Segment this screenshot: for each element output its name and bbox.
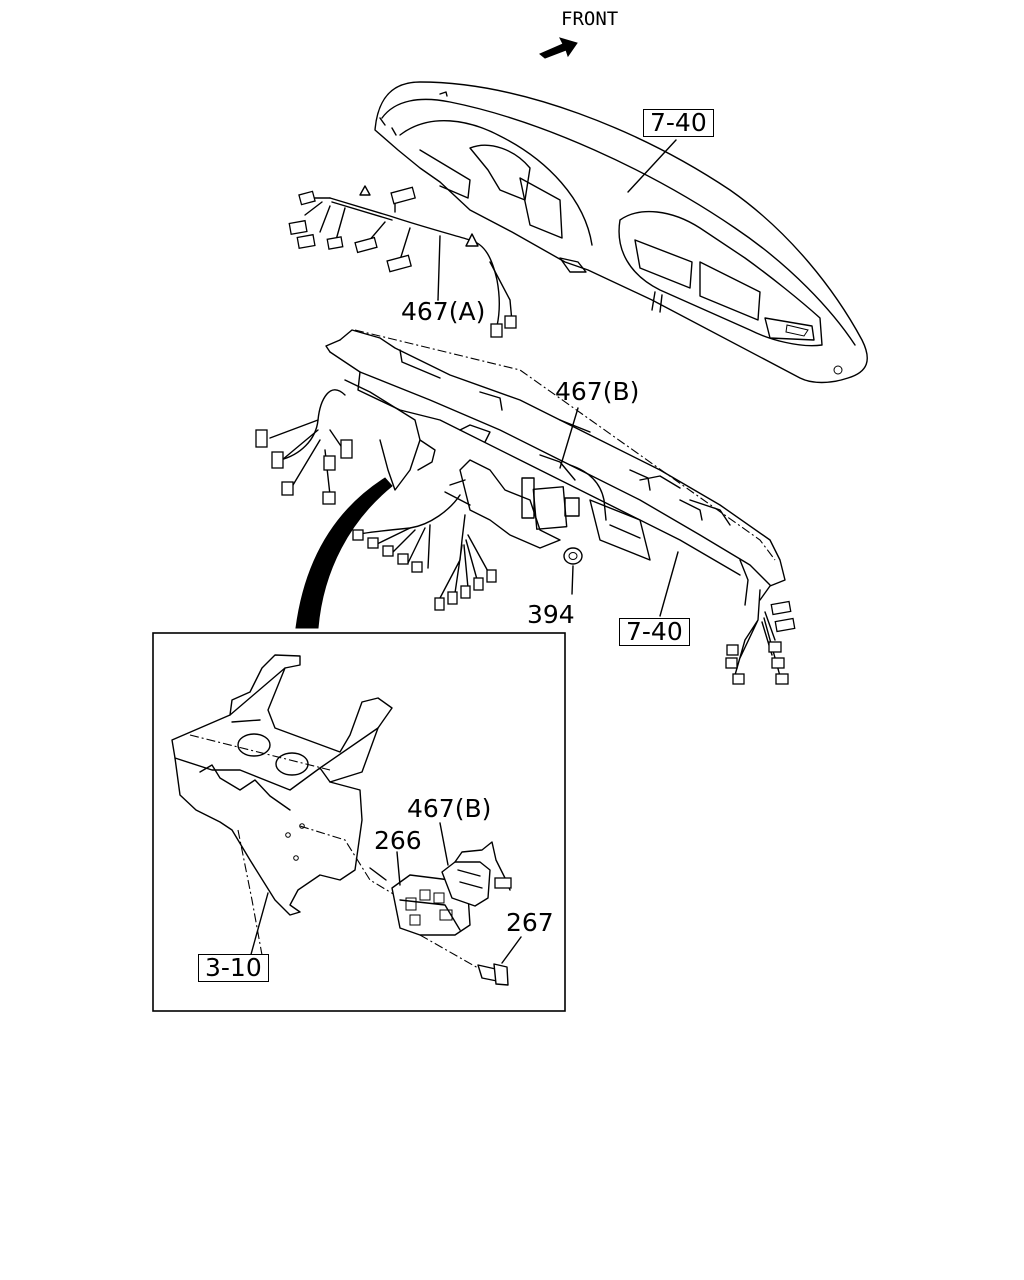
instrument-panel: [374, 81, 868, 384]
front-label: FRONT: [561, 8, 619, 30]
dash-beam: [325, 329, 786, 606]
clip-394: [563, 547, 583, 565]
callout-394: 394: [527, 600, 575, 629]
callout-467b-main: 467(B): [555, 377, 640, 406]
harness-a: [288, 185, 517, 338]
callout-467b-detail: 467(B): [407, 794, 492, 823]
bolt-267: [419, 934, 509, 986]
callout-3-10: 3-10: [198, 954, 269, 982]
front-arrow-icon: [539, 37, 578, 59]
callout-266: 266: [374, 826, 422, 855]
callout-7-40-bottom: 7-40: [619, 618, 690, 646]
connector-467b: [441, 841, 512, 907]
callout-7-40-top: 7-40: [643, 109, 714, 137]
callout-267: 267: [506, 908, 554, 937]
detail-box: [152, 632, 566, 1012]
bracket-3-10: [171, 654, 396, 956]
callout-467a: 467(A): [401, 297, 486, 326]
harness-b: [255, 389, 796, 685]
